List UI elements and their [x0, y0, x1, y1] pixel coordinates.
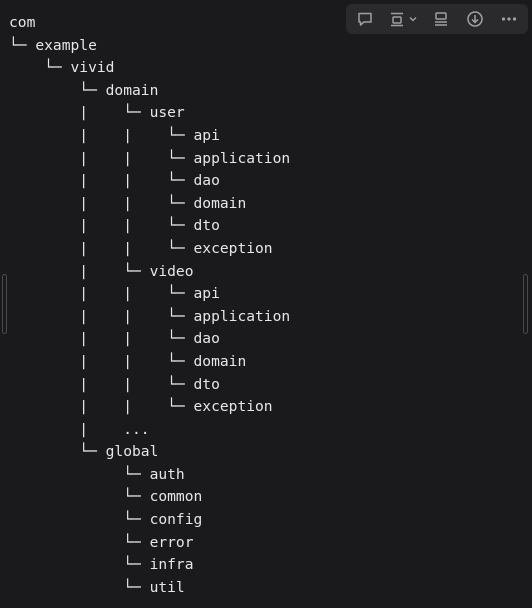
code-line: └─ infra [9, 556, 194, 574]
chevron-down-icon [409, 17, 417, 22]
download-icon [467, 11, 483, 27]
code-line: └─ common [9, 488, 203, 506]
code-line: └─ domain [9, 81, 159, 99]
code-line: └─ vivid [9, 59, 115, 77]
code-toolbar [346, 4, 528, 34]
code-line: | | └─ domain [9, 352, 247, 370]
code-content: com └─ example └─ vivid └─ domain | └─ us… [9, 12, 290, 599]
code-line: com [9, 14, 36, 31]
code-line: └─ config [9, 511, 203, 529]
comment-button[interactable] [348, 4, 382, 34]
code-line: | | └─ dto [9, 217, 220, 235]
code-line: | | └─ application [9, 149, 291, 167]
format-button[interactable] [424, 4, 458, 34]
code-line: | | └─ application [9, 307, 291, 325]
format-icon [435, 12, 447, 26]
wrap-dropdown-button[interactable] [382, 4, 424, 34]
code-line: └─ global [9, 443, 159, 461]
code-line: └─ util [9, 578, 185, 596]
wrap-icon [391, 12, 403, 27]
scroll-handle-right[interactable] [523, 274, 528, 334]
code-line: | ... [9, 420, 150, 438]
code-line: └─ example [9, 36, 97, 54]
code-line: | └─ user [9, 104, 185, 122]
scroll-handle-left[interactable] [2, 274, 7, 334]
download-button[interactable] [458, 4, 492, 34]
more-icon [501, 17, 517, 21]
more-button[interactable] [492, 4, 526, 34]
code-line: | | └─ exception [9, 239, 273, 257]
code-line: | | └─ dao [9, 172, 220, 190]
code-line: | | └─ exception [9, 398, 273, 416]
code-line: | └─ video [9, 262, 194, 280]
code-line: | | └─ api [9, 126, 220, 144]
comment-icon [358, 12, 372, 26]
code-line: └─ auth [9, 465, 185, 483]
code-line: └─ error [9, 533, 194, 551]
code-line: | | └─ domain [9, 194, 247, 212]
code-line: | | └─ dao [9, 330, 220, 348]
code-line: | | └─ dto [9, 375, 220, 393]
code-line: | | └─ api [9, 285, 220, 303]
